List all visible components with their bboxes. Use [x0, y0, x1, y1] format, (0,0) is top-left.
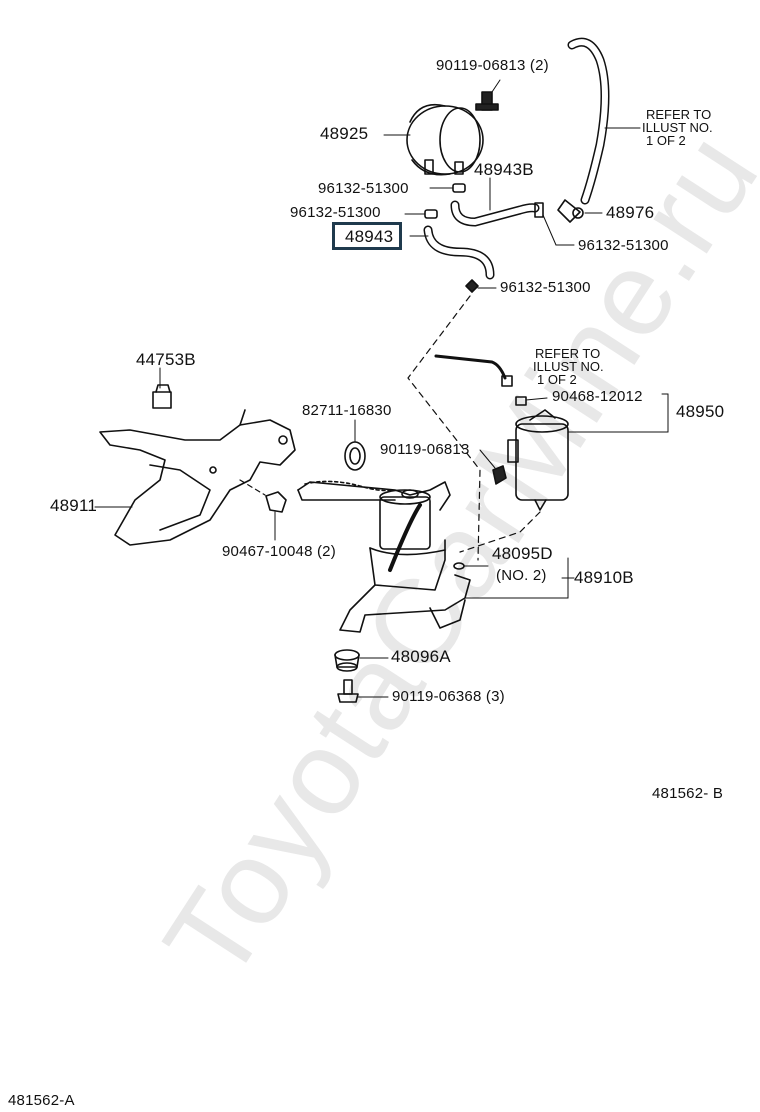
refer-note-2-line1: REFER TO — [535, 346, 601, 361]
label-48910B: 48910B — [574, 568, 634, 587]
label-82711: 82711-16830 — [302, 402, 392, 419]
label-clip-1: 96132-51300 — [318, 180, 409, 197]
refer-note-2-line3: 1 OF 2 — [537, 372, 577, 387]
grommet-48096A-icon — [334, 649, 360, 672]
label-bolt-top: 90119-06813 (2) — [436, 57, 549, 74]
vacuum-tank-part-icon — [406, 103, 484, 176]
connector-part-icon — [501, 375, 513, 387]
refer-note-1-line1: REFER TO — [646, 107, 712, 122]
label-clip-2: 96132-51300 — [290, 204, 381, 221]
o-ring-48095D-icon — [453, 562, 465, 570]
label-48976: 48976 — [606, 203, 655, 222]
figure-code-a: 481562-A — [8, 1092, 75, 1109]
label-clip-4: 96132-51300 — [500, 279, 591, 296]
label-48925: 48925 — [320, 124, 369, 143]
canister-48950-icon — [507, 409, 569, 511]
bolt-90119-06368-icon — [337, 679, 359, 703]
refer-note-1-line2: ILLUST NO. — [642, 120, 713, 135]
pump-assembly-48910B-icon — [297, 480, 471, 633]
clip-part-icon-3 — [465, 279, 479, 293]
label-48943B: 48943B — [474, 160, 534, 179]
label-no2: (NO. 2) — [496, 567, 547, 584]
label-48095D: 48095D — [492, 544, 553, 563]
bolt-part-icon — [475, 91, 499, 111]
clip-part-icon-4 — [534, 202, 544, 218]
bracket-clip-44753B-icon — [152, 384, 172, 409]
refer-note-1-line3: 1 OF 2 — [646, 133, 686, 148]
clip-part-icon-2 — [424, 209, 438, 219]
bracket-48911-icon — [99, 409, 296, 546]
label-48911: 48911 — [50, 496, 98, 515]
bolt-90119-icon — [492, 465, 507, 485]
label-48943-highlighted: 48943 — [332, 222, 403, 250]
joint-48976-icon — [557, 199, 584, 223]
clip-part-icon — [452, 183, 466, 193]
figure-code-b: 481562- B — [652, 785, 724, 802]
label-90119-b: 90119-06813 — [380, 441, 470, 458]
label-48950: 48950 — [676, 402, 725, 421]
label-90119-06368: 90119-06368 (3) — [392, 688, 505, 705]
label-48096A: 48096A — [391, 647, 451, 666]
label-clip-3: 96132-51300 — [578, 237, 669, 254]
hose-clamp-82711-icon — [344, 441, 366, 471]
clamp-part-icon — [515, 396, 527, 406]
label-90467: 90467-10048 (2) — [222, 543, 336, 560]
clip-90467-icon — [265, 491, 287, 513]
label-90468: 90468-12012 — [552, 388, 643, 405]
refer-note-2-line2: ILLUST NO. — [533, 359, 604, 374]
label-44753B: 44753B — [136, 350, 196, 369]
